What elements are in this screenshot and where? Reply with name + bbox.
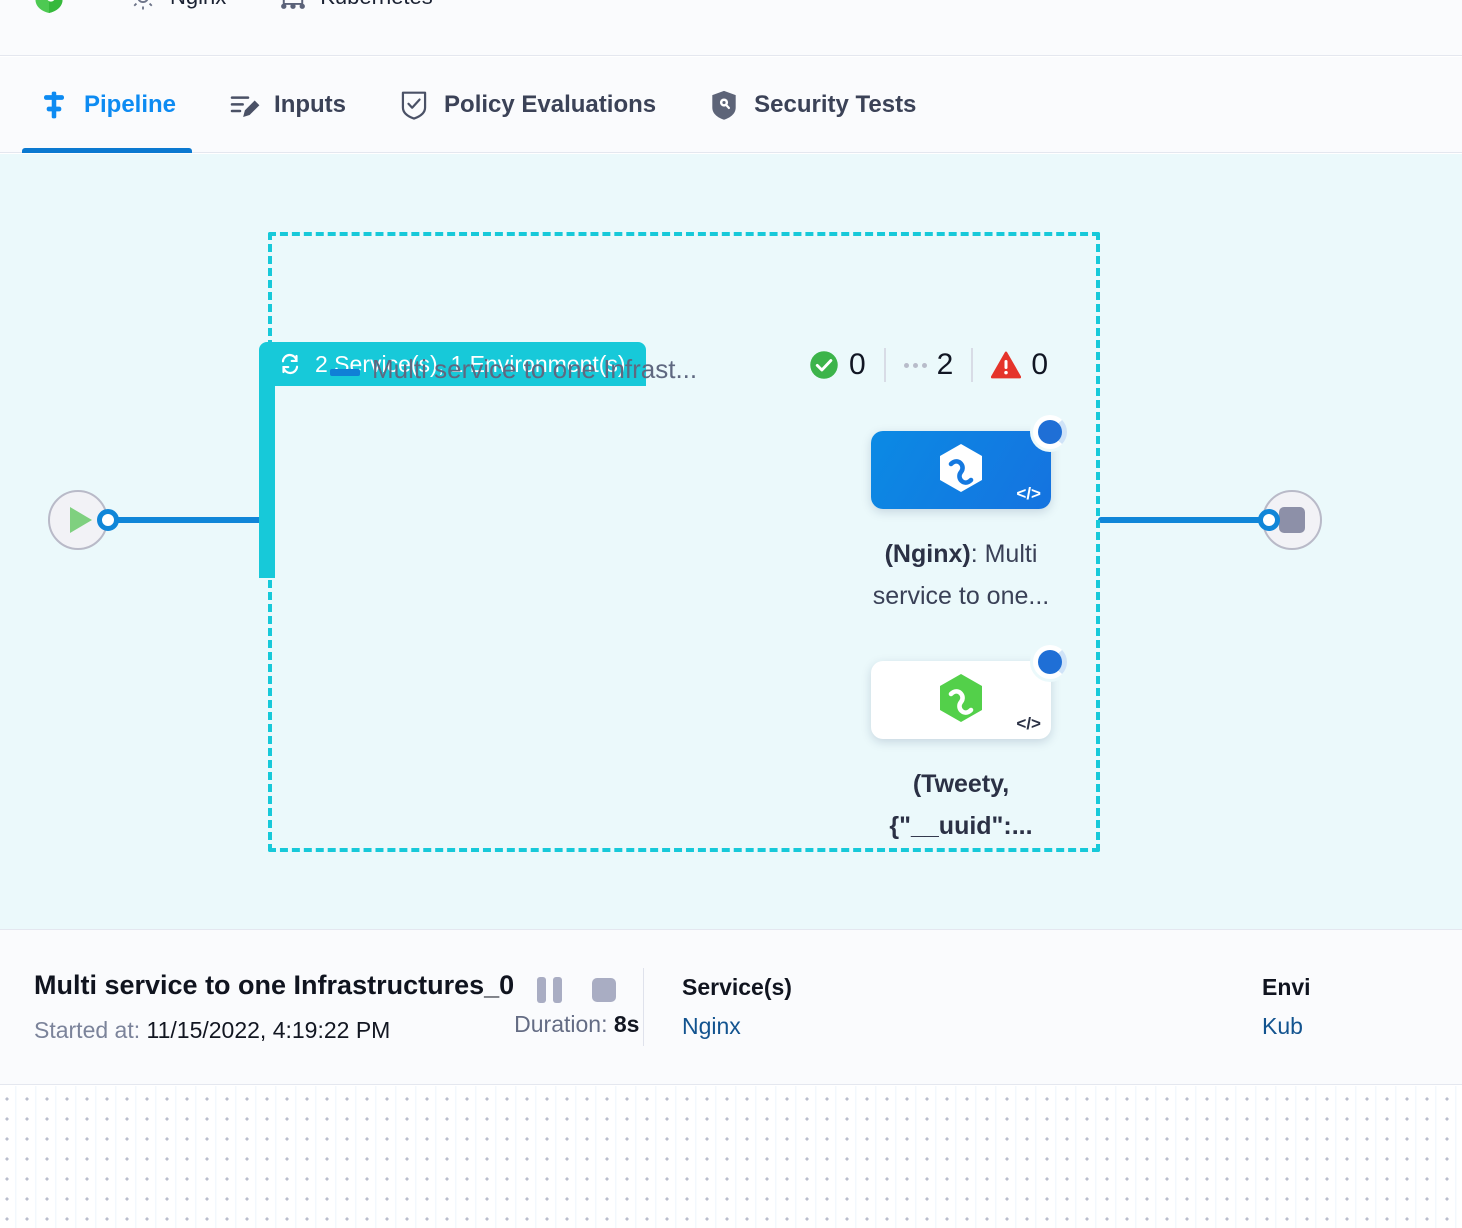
play-icon [69,507,92,533]
counter-success[interactable]: 0 [791,348,884,382]
security-shield-icon [712,90,736,120]
node-label-line1: (Tweety, [912,770,1010,798]
breadcrumb-item-label: Kubernetes [320,0,433,10]
counter-value: 2 [936,348,954,381]
code-badge-icon: </> [1016,484,1041,503]
breadcrumb: Nginx Kubernetes [0,0,1462,56]
tab-label: Security Tests [754,90,917,118]
breadcrumb-item-service[interactable]: Nginx [128,0,226,10]
minus-icon[interactable] [330,369,360,376]
execution-controls: Duration: 8s [514,976,639,1038]
counter-pending[interactable]: 2 [883,348,972,382]
environments-value-link[interactable]: Kub [1262,1013,1303,1039]
duration-value: 8s [613,1010,640,1037]
group-status-counters: 0 2 0 [791,348,1066,382]
counter-failed[interactable]: 0 [971,348,1066,382]
services-column: Service(s) Nginx [682,974,882,1040]
harness-hexagon-icon [940,674,982,722]
pipeline-canvas[interactable]: 2 Service(s), 1 Environment(s) Multi ser… [0,154,1462,929]
services-value-link[interactable]: Nginx [682,1013,741,1039]
step-group[interactable]: Multi service to one Infrast... 0 2 [268,232,1100,852]
pending-dots-icon [903,350,927,380]
execution-duration: Duration: 8s [514,1011,639,1038]
pipeline-node-tweety[interactable]: </> (Tweety, {"__uuid":... [871,645,1067,847]
tab-inputs[interactable]: Inputs [226,57,348,153]
environments-column: Envi Kub [1262,974,1462,1040]
node-label: (Nginx): Multi service to one... [871,533,1051,617]
execution-summary: Multi service to one Infrastructures_0 S… [34,970,514,1044]
pause-icon[interactable] [537,976,563,1003]
group-badge-label: 2 Service(s), 1 Environment(s) [315,350,626,377]
stop-icon[interactable] [592,977,617,1002]
failure-warning-icon [991,351,1022,379]
start-node-port [97,509,119,531]
canvas-grid-background [0,1086,1462,1228]
tab-label: Pipeline [84,90,177,118]
group-title: Multi service to one Infrast... [372,354,698,384]
started-at-label: Started at: [34,1017,141,1043]
execution-title: Multi service to one Infrastructures_0 [34,970,515,1000]
running-spinner-icon [1033,645,1067,679]
divider [643,968,644,1046]
success-check-icon [810,351,838,379]
tab-label: Policy Evaluations [444,90,657,118]
tab-security-tests[interactable]: Security Tests [706,57,918,153]
group-badge[interactable]: 2 Service(s), 1 Environment(s) [259,342,646,386]
node-label-line2: service to one... [872,582,1050,610]
policy-shield-check-icon [401,91,427,120]
end-node-port [1258,509,1280,531]
loop-icon [281,353,299,375]
node-label-line2: {"__uuid":... [889,812,1033,840]
execution-details-panel: Multi service to one Infrastructures_0 S… [0,929,1462,1085]
pipeline-node-nginx[interactable]: </> (Nginx): Multi service to one... [871,415,1067,617]
breadcrumb-item-environment[interactable]: Kubernetes [278,0,433,10]
harness-hexagon-icon [940,444,982,492]
duration-label: Duration: [514,1010,608,1037]
node-card[interactable]: </> [871,415,1067,509]
running-spinner-icon [1033,415,1067,449]
node-label: (Tweety, {"__uuid":... [871,763,1051,847]
started-at-value: 11/15/2022, 4:19:22 PM [146,1017,391,1043]
connector-group-to-end [1098,517,1276,523]
environments-header: Envi [1262,974,1311,1000]
node-card[interactable]: </> [871,645,1067,739]
inputs-icon [230,95,260,117]
pipeline-icon [44,91,64,118]
execution-tabs: Pipeline Inputs Policy Evaluations [0,57,1462,153]
harness-shield-icon [35,0,63,13]
counter-value: 0 [1031,348,1048,381]
tab-label: Inputs [274,90,347,118]
execution-started-at: Started at: 11/15/2022, 4:19:22 PM [34,1017,514,1044]
tab-policy-evaluations[interactable]: Policy Evaluations [396,57,658,153]
breadcrumb-item-label: Nginx [170,0,226,10]
code-badge-icon: </> [1016,714,1041,733]
tab-pipeline[interactable]: Pipeline [21,57,193,153]
node-label-service: (Nginx) [884,540,971,568]
breadcrumb-item-project[interactable] [34,0,76,13]
stop-icon [1279,507,1305,533]
infrastructure-icon [281,0,306,9]
node-label-rest: : Multi [970,540,1038,568]
counter-value: 0 [848,348,866,381]
connector-start-to-group [110,517,270,523]
services-header: Service(s) [682,974,792,1000]
gear-icon [133,0,153,10]
